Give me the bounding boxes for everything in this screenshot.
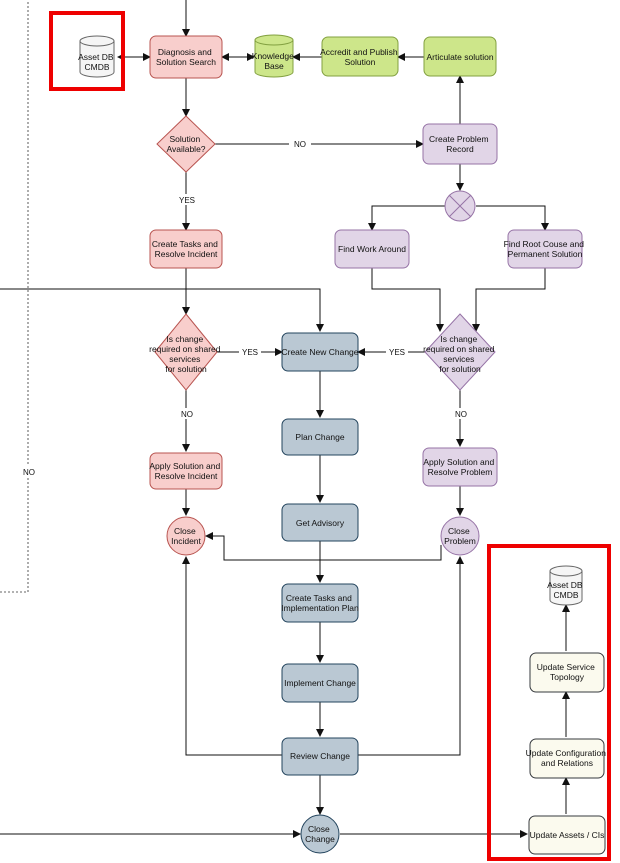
- edge-closeproblem-closeincident: [205, 532, 442, 561]
- articulate-label: Articulate solution: [426, 52, 493, 62]
- apply-solution-problem-label: Apply Solution and Resolve Problem: [423, 457, 496, 477]
- asset-db-bottom[interactable]: Asset DB CMDB: [547, 565, 585, 606]
- diagnosis-label: Diagnosis and Solution Search: [156, 47, 216, 67]
- update-service-topology-label: Update Service Topology: [537, 662, 598, 682]
- close-change-label: Close Change: [305, 824, 335, 844]
- label-no-problem: NO: [294, 140, 306, 149]
- articulate-node[interactable]: Articulate solution: [423, 36, 497, 77]
- highlight-frame-bottom: [487, 544, 611, 861]
- close-change-node[interactable]: Close Change: [300, 814, 340, 854]
- apply-solution-incident-node[interactable]: Apply Solution and Resolve Incident: [149, 452, 223, 490]
- review-change-node[interactable]: Review Change: [281, 737, 359, 776]
- parallel-gateway[interactable]: [444, 190, 476, 222]
- asset-db-bottom-label: Asset DB CMDB: [547, 580, 585, 600]
- review-change-label: Review Change: [290, 751, 350, 761]
- edge-workaround-ischange: [371, 268, 444, 332]
- apply-solution-incident-label: Apply Solution and Resolve Incident: [149, 461, 222, 481]
- is-change-right-decision[interactable]: Is change required on shared services fo…: [423, 313, 497, 391]
- diagnosis-node[interactable]: Diagnosis and Solution Search: [149, 35, 223, 79]
- close-incident-label: Close Incident: [171, 526, 201, 546]
- edges: [0, 0, 570, 838]
- apply-solution-problem-node[interactable]: Apply Solution and Resolve Problem: [422, 447, 498, 487]
- label-no-side: NO: [23, 468, 35, 477]
- label-no-right: NO: [455, 410, 467, 419]
- label-yes-right: YES: [389, 348, 405, 357]
- create-tasks-resolve-node[interactable]: Create Tasks and Resolve Incident: [149, 229, 223, 269]
- create-new-change-node[interactable]: Create New Change: [281, 332, 359, 372]
- create-problem-record-label: Create Problem Record: [429, 134, 491, 154]
- create-problem-record-node[interactable]: Create Problem Record: [422, 123, 498, 165]
- find-root-cause-label: Find Root Couse and Permanent Solution: [504, 239, 587, 259]
- asset-db-top-label: Asset DB CMDB: [78, 52, 116, 72]
- gateway-x-icon: [448, 194, 472, 218]
- is-change-left-label: Is change required on shared services fo…: [149, 334, 223, 374]
- update-assets-label: Update Assets / CIs: [530, 830, 605, 840]
- update-assets-node[interactable]: Update Assets / CIs: [528, 815, 606, 855]
- edge-review-closeincident: [182, 556, 282, 756]
- find-work-around-label: Find Work Around: [338, 244, 406, 254]
- accredit-node[interactable]: Accredit and Publish Solution: [320, 36, 400, 77]
- find-work-around-node[interactable]: Find Work Around: [334, 229, 410, 269]
- edge-dashed-return: [0, 0, 29, 593]
- close-problem-label: Close Problem: [444, 526, 476, 546]
- label-yes-left: YES: [242, 348, 258, 357]
- accredit-label: Accredit and Publish Solution: [320, 47, 400, 67]
- close-problem-node[interactable]: Close Problem: [440, 516, 480, 556]
- edge-gateway-workaround: [368, 205, 445, 231]
- update-configuration-label: Update Configuration and Relations: [526, 748, 609, 768]
- find-root-cause-node[interactable]: Find Root Couse and Permanent Solution: [504, 229, 587, 269]
- update-service-topology-node[interactable]: Update Service Topology: [529, 652, 605, 693]
- close-incident-node[interactable]: Close Incident: [166, 516, 206, 556]
- highlight-frame-top: [49, 11, 125, 91]
- edge-labels: NO YES YES YES NO NO NO: [20, 138, 472, 477]
- asset-db-top[interactable]: Asset DB CMDB: [78, 35, 116, 78]
- edge-left-newchange: [0, 288, 324, 332]
- plan-change-label: Plan Change: [295, 432, 344, 442]
- is-change-left-decision[interactable]: Is change required on shared services fo…: [149, 313, 223, 391]
- edge-review-closeproblem: [358, 556, 464, 756]
- knowledge-base-label: Knowledge Base: [252, 51, 296, 71]
- edge-gateway-rootcause: [476, 205, 549, 231]
- create-tasks-impl-label: Create Tasks and Implementation Plan: [281, 593, 359, 613]
- get-advisory-label: Get Advisory: [296, 518, 345, 528]
- plan-change-node[interactable]: Plan Change: [281, 418, 359, 456]
- implement-change-node[interactable]: Implement Change: [281, 663, 359, 703]
- is-change-right-label: Is change required on shared services fo…: [423, 334, 497, 374]
- implement-change-label: Implement Change: [284, 678, 356, 688]
- create-new-change-label: Create New Change: [281, 347, 358, 357]
- create-tasks-impl-node[interactable]: Create Tasks and Implementation Plan: [281, 583, 359, 623]
- edge-rootcause-ischange: [472, 268, 546, 332]
- label-yes-tasks: YES: [179, 196, 195, 205]
- label-no-left: NO: [181, 410, 193, 419]
- create-tasks-resolve-label: Create Tasks and Resolve Incident: [152, 239, 220, 259]
- knowledge-base-node[interactable]: Knowledge Base: [252, 34, 296, 78]
- get-advisory-node[interactable]: Get Advisory: [281, 503, 359, 542]
- update-configuration-node[interactable]: Update Configuration and Relations: [526, 738, 609, 779]
- solution-available-decision[interactable]: Solution Available?: [156, 115, 216, 173]
- solution-available-label: Solution Available?: [166, 134, 205, 154]
